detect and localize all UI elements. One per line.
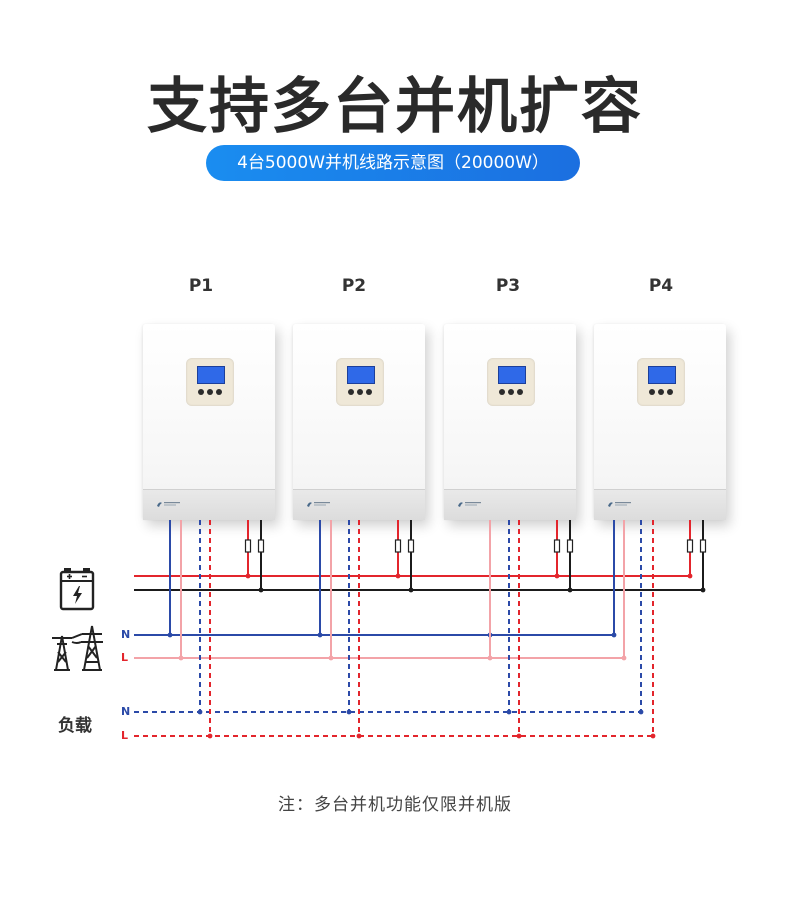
junction-p4	[687, 573, 693, 579]
junction-p2	[346, 709, 352, 715]
panel-button	[667, 389, 673, 395]
junction-p1	[258, 587, 264, 593]
fuse-p3	[566, 539, 574, 553]
battery-icon	[59, 568, 95, 611]
fuse-p1	[257, 539, 265, 553]
panel-button	[499, 389, 505, 395]
panel-button	[658, 389, 664, 395]
inverter-base	[444, 489, 576, 520]
load-l-label: L	[121, 729, 129, 742]
junction-p3	[554, 573, 560, 579]
panel-button	[348, 389, 354, 395]
junction-p3	[487, 655, 493, 661]
panel-button	[366, 389, 372, 395]
lcd-screen	[498, 366, 526, 384]
control-panel	[487, 358, 535, 406]
fuse-p3	[553, 539, 561, 553]
inverter-base	[594, 489, 726, 520]
inverter-base	[293, 489, 425, 520]
brand-logo-icon	[608, 502, 631, 507]
control-panel	[336, 358, 384, 406]
control-panel	[637, 358, 685, 406]
fuse-p4	[699, 539, 707, 553]
panel-button	[207, 389, 213, 395]
junction-p4	[650, 733, 656, 739]
junction-p3	[506, 709, 512, 715]
inverter-p4	[594, 324, 726, 520]
junction-p4	[611, 632, 617, 638]
inverter-p3	[444, 324, 576, 520]
panel-button	[649, 389, 655, 395]
junction-p1	[167, 632, 173, 638]
power-tower-icon	[52, 625, 103, 671]
unit-label-p3: P3	[495, 276, 521, 296]
lcd-screen	[648, 366, 676, 384]
panel-button	[357, 389, 363, 395]
fuse-p2	[407, 539, 415, 553]
inverter-base	[143, 489, 275, 520]
brand-logo-icon	[458, 502, 481, 507]
junction-p4	[638, 709, 644, 715]
junction-p3	[567, 587, 573, 593]
subtitle-pill: 4台5000W并机线路示意图（20000W）	[206, 145, 580, 181]
junction-p1	[197, 709, 203, 715]
grid-n-label: N	[121, 628, 131, 641]
lcd-screen	[197, 366, 225, 384]
unit-label-p2: P2	[341, 276, 367, 296]
junction-p4	[621, 655, 627, 661]
panel-button	[216, 389, 222, 395]
unit-label-p4: P4	[648, 276, 674, 296]
control-panel	[186, 358, 234, 406]
inverter-p2	[293, 324, 425, 520]
junction-p2	[356, 733, 362, 739]
panel-button	[508, 389, 514, 395]
junction-p1	[178, 655, 184, 661]
junction-p2	[408, 587, 414, 593]
junction-p4	[700, 587, 706, 593]
lcd-screen	[347, 366, 375, 384]
fuse-p4	[686, 539, 694, 553]
junction-p1	[207, 733, 213, 739]
junction-p1	[245, 573, 251, 579]
junction-p2	[395, 573, 401, 579]
load-n-label: N	[121, 705, 131, 718]
footnote: 注：多台并机功能仅限并机版	[278, 795, 512, 815]
brand-logo-icon	[307, 502, 330, 507]
junction-p3	[516, 733, 522, 739]
load-label: 负载	[58, 716, 92, 736]
junction-p2	[328, 655, 334, 661]
panel-button	[517, 389, 523, 395]
panel-button	[198, 389, 204, 395]
brand-logo-icon	[157, 502, 180, 507]
junction-p2	[317, 632, 323, 638]
fuse-p1	[244, 539, 252, 553]
page-title: 支持多台并机扩容	[147, 72, 643, 142]
inverter-p1	[143, 324, 275, 520]
unit-label-p1: P1	[188, 276, 214, 296]
fuse-p2	[394, 539, 402, 553]
grid-l-label: L	[121, 651, 129, 664]
